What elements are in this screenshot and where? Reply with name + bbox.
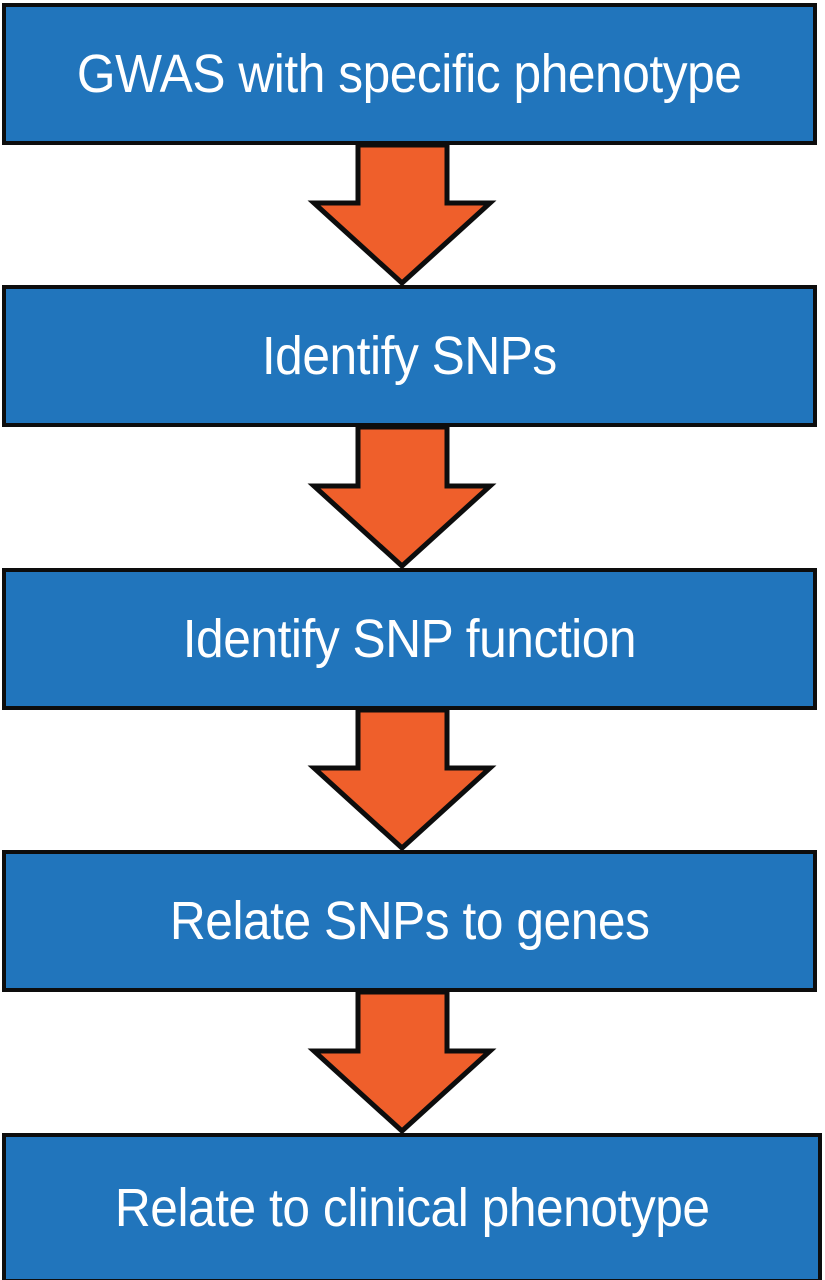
flow-node-identify-snp-function[interactable]: Identify SNP function bbox=[2, 568, 817, 710]
down-arrow-icon bbox=[307, 424, 497, 570]
flow-node-relate-to-clinical-phenotype[interactable]: Relate to clinical phenotype bbox=[2, 1133, 822, 1280]
flow-node-identify-snps[interactable]: Identify SNPs bbox=[2, 285, 817, 427]
flow-node-label: Relate to clinical phenotype bbox=[114, 1178, 710, 1238]
flow-node-label: GWAS with specific phenotype bbox=[77, 44, 742, 104]
flow-arrow-3 bbox=[0, 707, 825, 852]
flow-node-label: Relate SNPs to genes bbox=[169, 891, 650, 951]
flow-node-label: Identify SNPs bbox=[261, 326, 557, 386]
flow-node-relate-snps-to-genes[interactable]: Relate SNPs to genes bbox=[2, 850, 817, 992]
down-arrow-icon bbox=[307, 707, 497, 852]
flow-arrow-1 bbox=[0, 142, 825, 287]
down-arrow-icon bbox=[307, 142, 497, 287]
flow-node-label: Identify SNP function bbox=[182, 609, 637, 669]
down-arrow-icon bbox=[307, 989, 497, 1135]
flow-arrow-4 bbox=[0, 989, 825, 1135]
flow-arrow-2 bbox=[0, 424, 825, 570]
flow-node-gwas-with-specific-phenotype[interactable]: GWAS with specific phenotype bbox=[2, 3, 817, 145]
